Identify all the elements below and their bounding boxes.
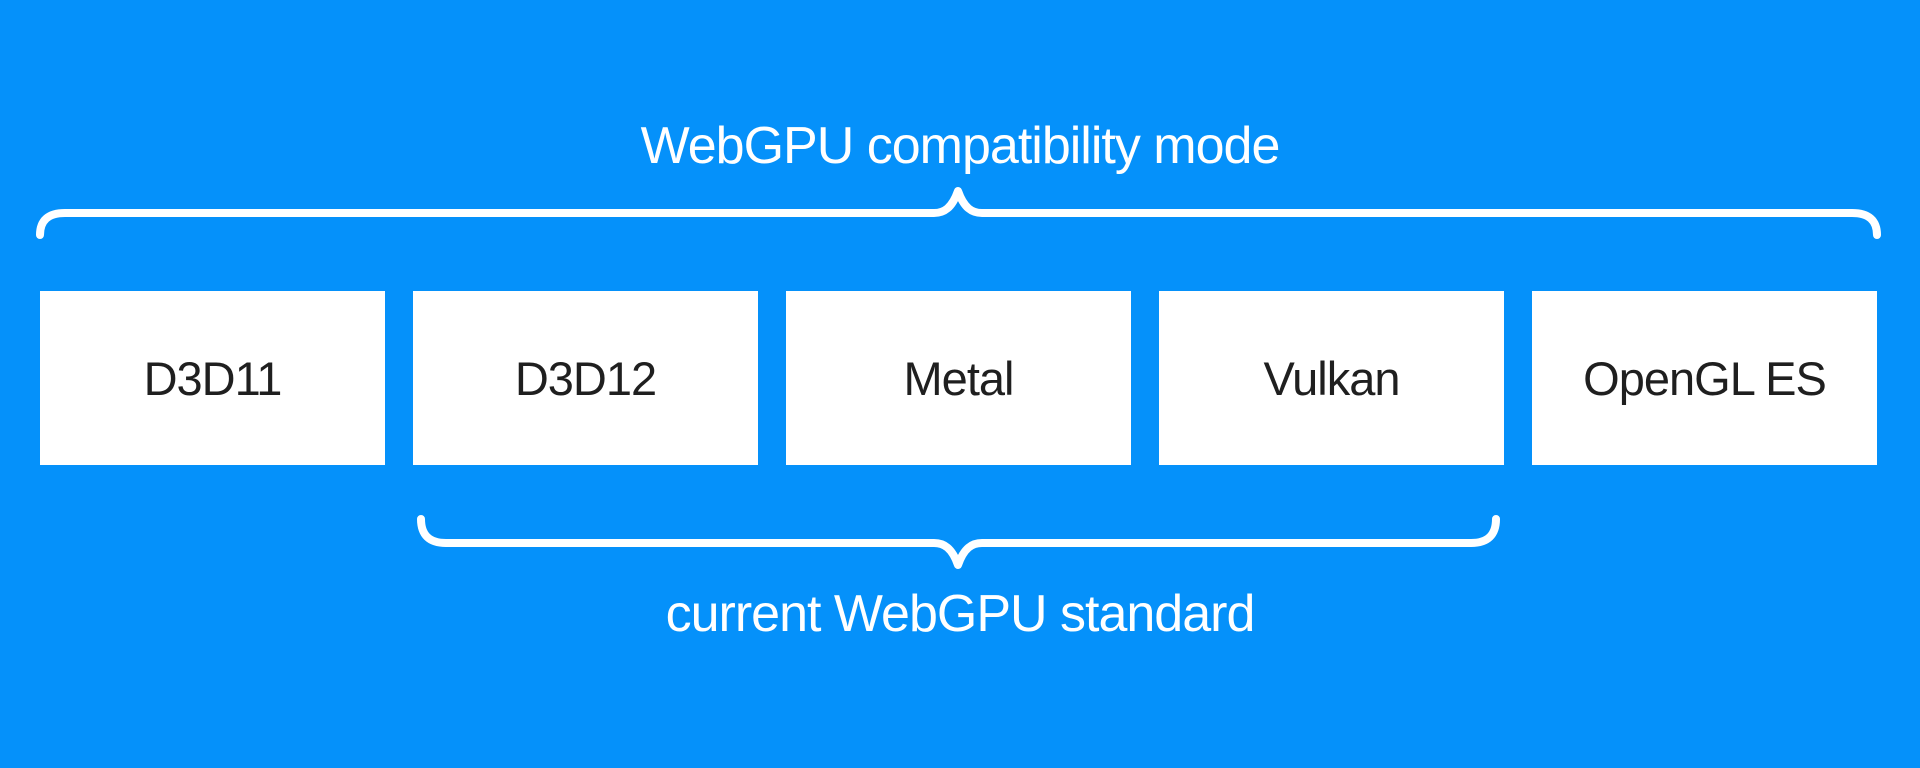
top-curly-brace-icon bbox=[36, 187, 1881, 239]
bottom-curly-brace-icon bbox=[417, 515, 1500, 569]
top-brace-label: WebGPU compatibility mode bbox=[640, 117, 1281, 175]
api-box-label: Vulkan bbox=[1263, 351, 1401, 405]
api-box-d3d12: D3D12 bbox=[413, 291, 758, 465]
api-box-d3d11: D3D11 bbox=[40, 291, 385, 465]
api-boxes-row: D3D11 D3D12 Metal Vulkan OpenGL ES bbox=[40, 291, 1877, 465]
api-box-opengl-es: OpenGL ES bbox=[1532, 291, 1877, 465]
api-box-label: OpenGL ES bbox=[1583, 351, 1827, 405]
bottom-brace-label: current WebGPU standard bbox=[665, 585, 1256, 643]
api-box-metal: Metal bbox=[786, 291, 1131, 465]
api-box-label: D3D11 bbox=[143, 351, 283, 405]
api-box-label: D3D12 bbox=[514, 351, 657, 405]
api-box-vulkan: Vulkan bbox=[1159, 291, 1504, 465]
api-box-label: Metal bbox=[903, 351, 1015, 405]
